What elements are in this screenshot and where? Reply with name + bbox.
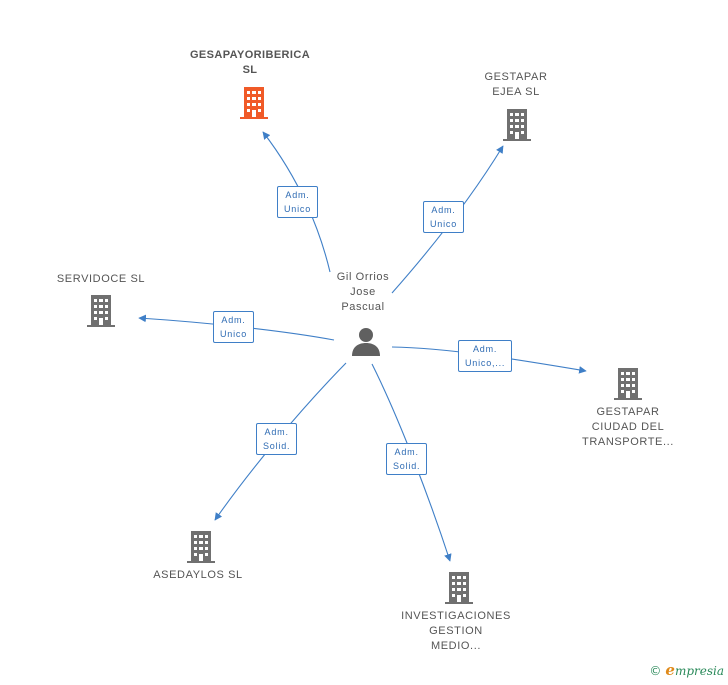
- relation-label-ciudad[interactable]: Adm. Unico,...: [458, 340, 513, 372]
- company-name-line: SERVIDOCE SL: [56, 273, 146, 285]
- company-name-ejea[interactable]: GESTAPAR EJEA SL: [466, 70, 566, 100]
- relation-label-line: Solid.: [393, 461, 421, 471]
- company-name-gesapayoriberica[interactable]: GESAPAYORIBERICA SL: [180, 48, 320, 78]
- relation-label-line: Adm.: [264, 427, 289, 437]
- relation-label-line: Unico: [430, 219, 458, 229]
- building-icon[interactable]: [185, 529, 217, 563]
- relation-label-line: Unico: [284, 204, 312, 214]
- company-name-line: SL: [242, 64, 258, 76]
- company-name-line: GESTION: [429, 625, 483, 637]
- building-icon[interactable]: [85, 293, 117, 327]
- building-icon[interactable]: [501, 107, 533, 141]
- company-name-line: GESAPAYORIBERICA: [189, 49, 311, 61]
- company-name-line: TRANSPORTE...: [582, 436, 674, 448]
- relation-label-gesapayoriberica[interactable]: Adm. Unico: [277, 186, 319, 218]
- relation-label-line: Unico,...: [465, 358, 506, 368]
- relation-label-line: Solid.: [263, 441, 291, 451]
- relation-label-line: Adm.: [431, 205, 456, 215]
- company-name-line: EJEA SL: [492, 86, 540, 98]
- company-name-line: GESTAPAR: [596, 406, 660, 418]
- company-name-ciudad[interactable]: GESTAPAR CIUDAD DEL TRANSPORTE...: [576, 405, 680, 450]
- company-name-line: GESTAPAR: [484, 71, 548, 83]
- person-name-line: Gil Orrios: [336, 271, 390, 283]
- relation-label-servidoce[interactable]: Adm. Unico: [213, 311, 255, 343]
- empresia-footer: ©empresia: [649, 661, 724, 679]
- copyright-icon: ©: [649, 664, 662, 678]
- person-name[interactable]: Gil Orrios Jose Pascual: [318, 270, 408, 315]
- relation-label-line: Adm.: [285, 190, 310, 200]
- relation-label-line: Adm.: [221, 315, 246, 325]
- company-name-line: CIUDAD DEL: [591, 421, 665, 433]
- person-name-line: Pascual: [341, 301, 385, 313]
- company-name-asedaylos[interactable]: ASEDAYLOS SL: [143, 568, 253, 583]
- relation-label-line: Adm.: [473, 344, 498, 354]
- company-name-line: INVESTIGACIONES: [401, 610, 511, 622]
- company-name-line: ASEDAYLOS SL: [153, 569, 243, 581]
- company-name-servidoce[interactable]: SERVIDOCE SL: [46, 272, 156, 287]
- person-name-line: Jose: [350, 286, 376, 298]
- relation-label-investigaciones[interactable]: Adm. Solid.: [386, 443, 428, 475]
- brand-name: mpresia: [674, 664, 724, 678]
- relation-label-line: Adm.: [394, 447, 419, 457]
- company-name-investigaciones[interactable]: INVESTIGACIONES GESTION MEDIO...: [396, 609, 516, 654]
- person-icon[interactable]: [350, 326, 382, 358]
- relation-label-line: Unico: [220, 329, 248, 339]
- relation-label-asedaylos[interactable]: Adm. Solid.: [256, 423, 298, 455]
- building-icon[interactable]: [612, 366, 644, 400]
- building-icon[interactable]: [238, 85, 270, 119]
- building-icon[interactable]: [443, 570, 475, 604]
- brand-initial: e: [665, 661, 675, 679]
- relation-label-ejea[interactable]: Adm. Unico: [423, 201, 465, 233]
- company-name-line: MEDIO...: [430, 640, 482, 652]
